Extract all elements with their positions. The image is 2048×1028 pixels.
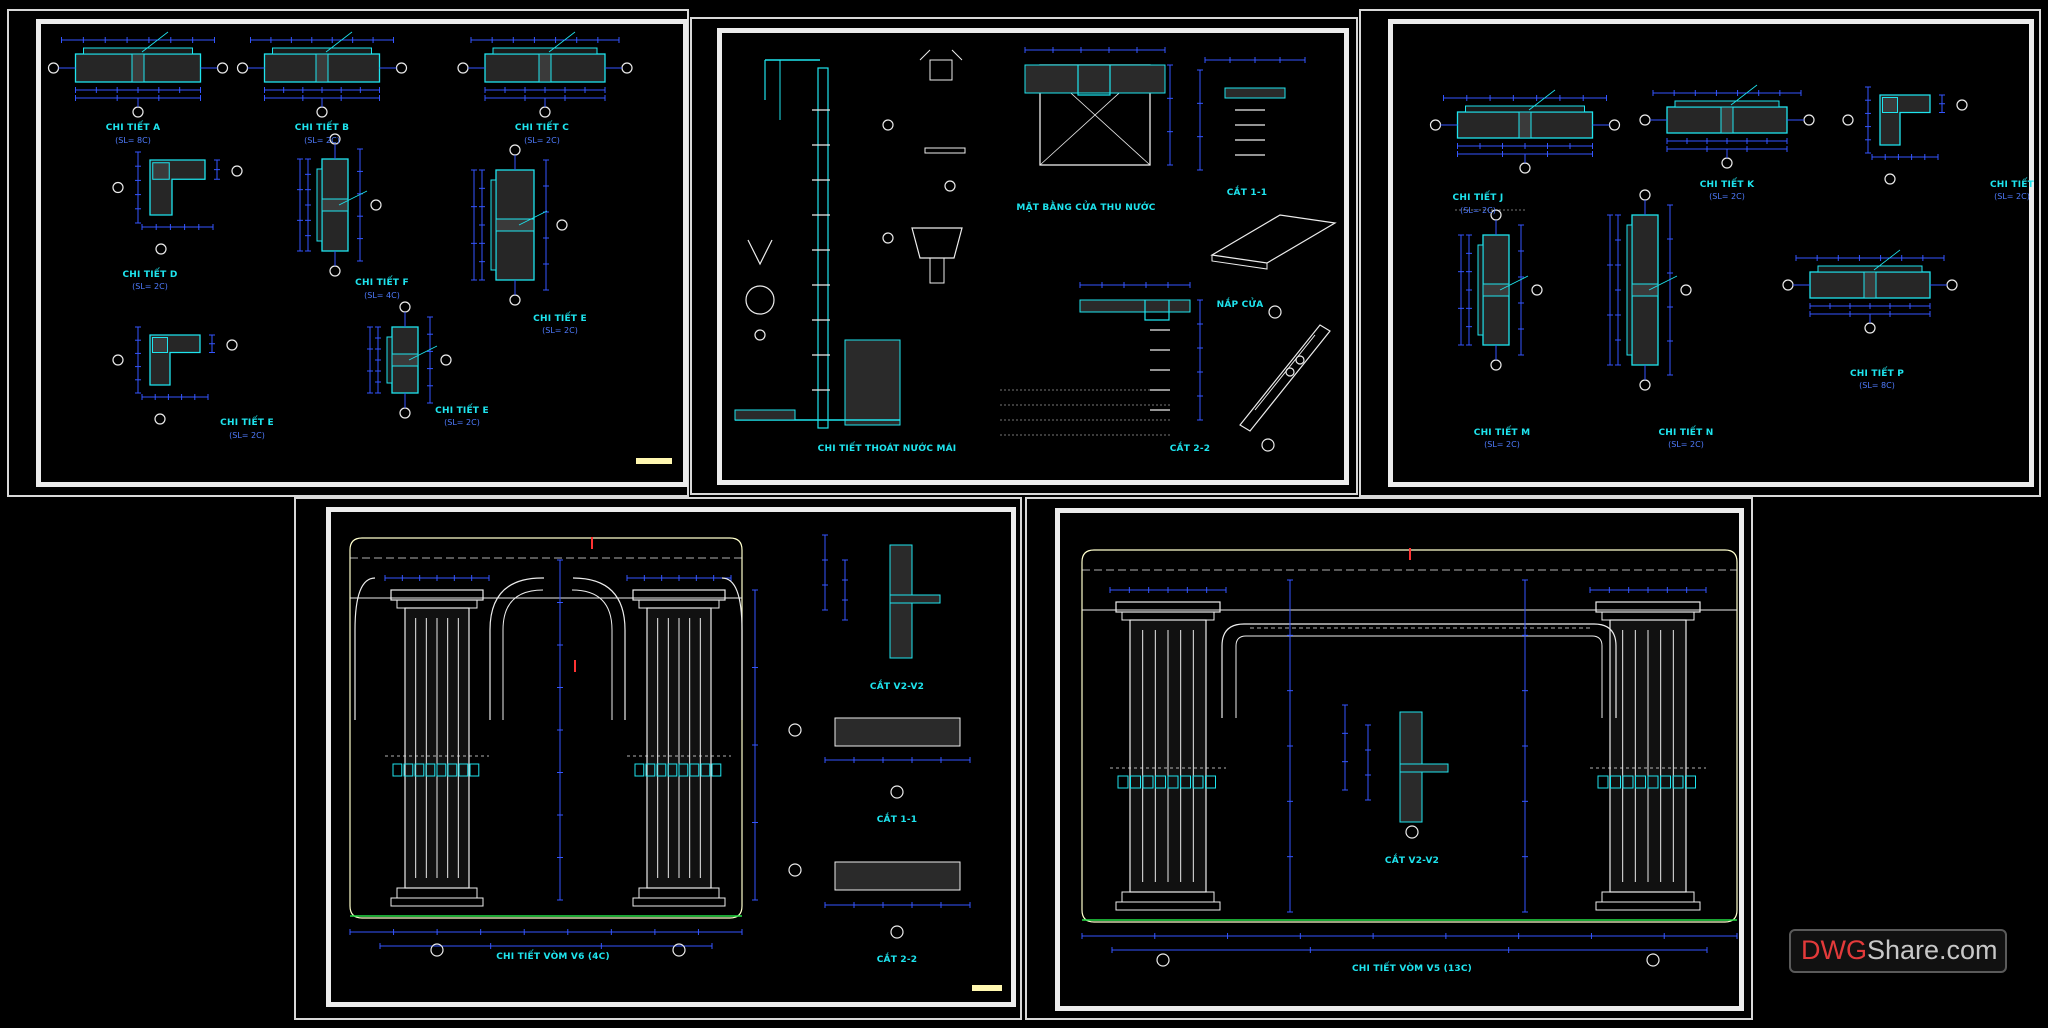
sheet1-count-b: (SL= 2C) — [304, 136, 340, 145]
sheet1-count-e2: (SL= 2C) — [229, 431, 265, 440]
sheet-3-frame — [1359, 9, 2041, 497]
sheet4-label-arch: CHI TIẾT VÒM V6 (4C) — [496, 952, 610, 962]
sheet-3-border — [1388, 19, 2034, 487]
sheet-2-frame — [690, 17, 1358, 495]
sheet3-count-l: (SL= 2C) — [1994, 192, 2030, 201]
sheet1-label-c: CHI TIẾT C — [514, 123, 570, 133]
sheet3-label-j: CHI TIẾT J — [1452, 193, 1504, 203]
sheet3-count-p: (SL= 8C) — [1859, 381, 1895, 390]
sheet2-label-cover: NẮP CỬA — [1216, 300, 1264, 310]
sheet4-label-cut22: CẮT 2-2 — [876, 955, 918, 965]
sheet-4-title-block — [972, 985, 1002, 991]
sheet1-label-a: CHI TIẾT A — [105, 123, 161, 133]
sheet2-label-drain: CHI TIẾT THOÁT NƯỚC MÁI — [817, 444, 957, 454]
sheet1-count-c: (SL= 2C) — [524, 136, 560, 145]
sheet-4-frame — [294, 497, 1022, 1020]
sheet-1-title-block — [636, 458, 672, 464]
sheet2-label-cut22: CẮT 2-2 — [1169, 444, 1211, 454]
sheet1-count-e3: (SL= 2C) — [444, 418, 480, 427]
sheet1-label-b: CHI TIẾT B — [294, 123, 350, 133]
sheet3-label-k: CHI TIẾT K — [1699, 180, 1755, 190]
sheet3-label-l: CHI TIẾT — [1990, 180, 2034, 190]
sheet1-count-a: (SL= 8C) — [115, 136, 151, 145]
sheet1-count-e1: (SL= 2C) — [542, 326, 578, 335]
sheet1-label-d: CHI TIẾT D — [122, 270, 178, 280]
watermark-brand-rest: Share.com — [1866, 935, 1998, 965]
sheet1-label-e2: CHI TIẾT E — [220, 418, 274, 428]
sheet1-label-f: CHI TIẾT F — [355, 278, 409, 288]
sheet3-label-p: CHI TIẾT P — [1849, 369, 1905, 379]
sheet4-label-cutv2: CẮT V2-V2 — [869, 682, 925, 692]
sheet-1-frame — [7, 9, 689, 497]
sheet3-label-m: CHI TIẾT M — [1473, 428, 1531, 438]
sheet1-label-e3: CHI TIẾT E — [435, 406, 489, 416]
sheet1-count-f: (SL= 4C) — [364, 291, 400, 300]
sheet-5-frame — [1025, 497, 1753, 1020]
sheet5-label-cutv2: CẮT V2-V2 — [1384, 856, 1440, 866]
sheet3-count-n: (SL= 2C) — [1668, 440, 1704, 449]
sheet5-label-arch: CHI TIẾT VÒM V5 (13C) — [1352, 964, 1472, 974]
sheet2-label-plan: MẶT BẰNG CỬA THU NƯỚC — [1016, 203, 1156, 213]
sheet3-count-j: (SL= 2C) — [1460, 206, 1496, 215]
sheet3-count-m: (SL= 2C) — [1484, 440, 1520, 449]
sheet3-count-k: (SL= 2C) — [1709, 192, 1745, 201]
watermark-brand-red: DWG — [1801, 935, 1867, 965]
sheet-5-border — [1055, 508, 1744, 1011]
dwgshare-watermark: DWGShare.com — [1789, 929, 2007, 973]
sheet1-count-d: (SL= 2C) — [132, 282, 168, 291]
sheet1-label-e1: CHI TIẾT E — [533, 314, 587, 324]
sheet-2-border — [717, 28, 1349, 485]
sheet-4-border — [326, 507, 1016, 1007]
sheet4-label-cut11: CẮT 1-1 — [876, 815, 918, 825]
sheet3-label-n: CHI TIẾT N — [1658, 428, 1714, 438]
sheet2-label-cut11: CẮT 1-1 — [1226, 188, 1268, 198]
sheet-1-border — [36, 19, 688, 487]
